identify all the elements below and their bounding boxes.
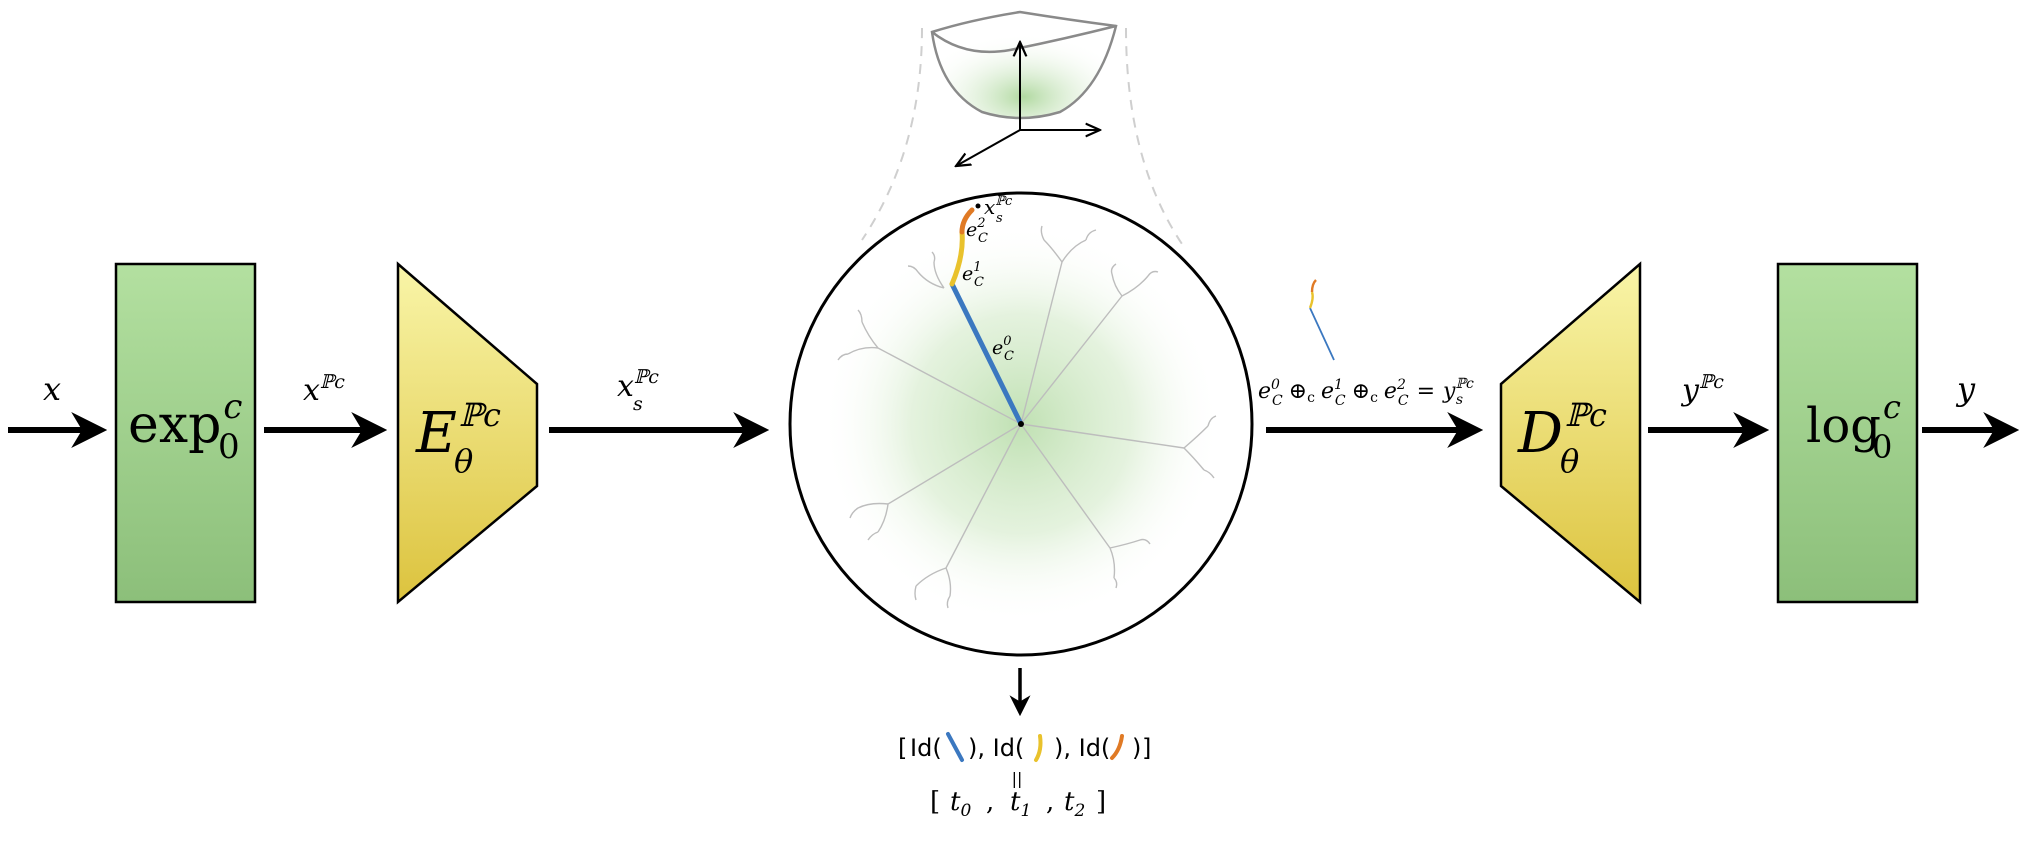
label-y-pc: yℙc <box>1680 371 1724 408</box>
t-list-close: ] <box>1096 787 1106 817</box>
id-list-item-1: Id( <box>910 734 942 762</box>
equals-sign-vertical: || <box>1012 769 1023 788</box>
hyperboloid-inset <box>861 10 1183 245</box>
id-list: [ Id( ), Id( ), Id( ) ] <box>898 732 1151 762</box>
embedded-point <box>975 203 981 209</box>
t-list: [ t0 , t1 , t2 ] <box>930 787 1106 821</box>
id-glyph-yellow <box>1034 734 1043 762</box>
id-glyph-orange <box>1110 734 1124 760</box>
segment-e0 <box>949 281 1024 427</box>
t-list-open: [ <box>930 787 940 817</box>
tree-edges <box>837 225 1217 609</box>
t-list-sep-1: , <box>986 787 994 817</box>
id-list-item-3: ), Id( <box>1054 734 1110 762</box>
origin-point <box>1018 421 1024 427</box>
axis-depth <box>956 129 1021 166</box>
label-output-y: y <box>1955 370 1976 408</box>
id-list-item-4: ) <box>1132 734 1141 762</box>
id-list-item-2: ), Id( <box>968 734 1024 762</box>
segment-e2 <box>959 207 975 235</box>
sum-segment-glyph <box>1308 279 1335 361</box>
hyperboloid-surface <box>930 10 1118 120</box>
segment-e1 <box>949 229 965 287</box>
inset-connector-right <box>1125 27 1183 245</box>
id-glyph-blue <box>946 732 964 762</box>
inset-connector-left <box>861 27 923 241</box>
t-list-item-2: t2 <box>1064 787 1085 821</box>
id-list-open: [ <box>898 734 907 762</box>
label-input-x: x <box>43 370 61 408</box>
t-list-item-0: t0 <box>950 787 971 821</box>
id-list-close: ] <box>1142 734 1151 762</box>
label-x-pc: xℙc <box>303 371 345 408</box>
t-list-item-1: t1 <box>1010 787 1031 821</box>
disk-boundary <box>788 191 1254 657</box>
t-list-sep-2: , <box>1046 787 1054 817</box>
